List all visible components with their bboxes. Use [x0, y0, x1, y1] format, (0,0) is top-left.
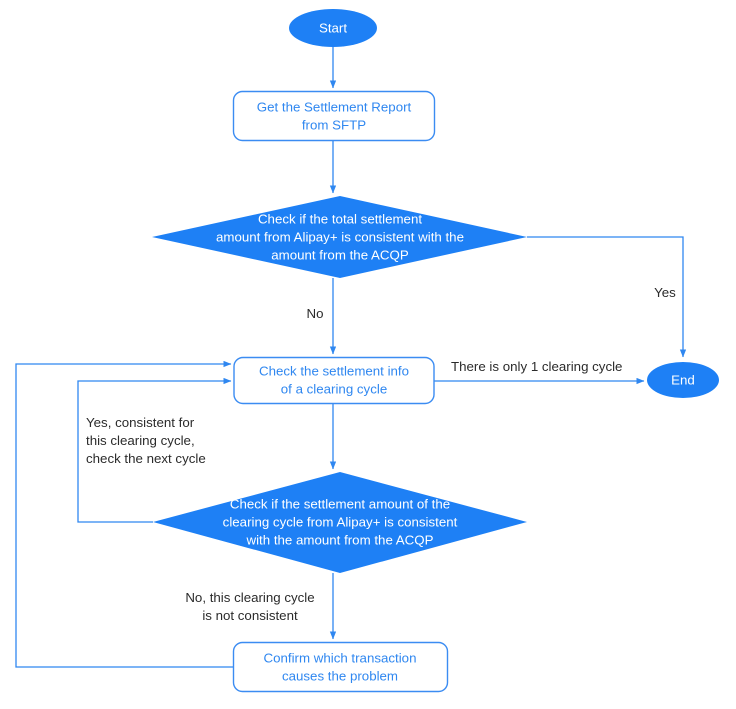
confirm-line-2: causes the problem [282, 669, 398, 684]
node-check-total[interactable]: Check if the total settlement amount fro… [152, 196, 527, 278]
edge-label-yes: Yes [654, 285, 676, 300]
edge-label-no-loop-line-1: No, this clearing cycle [185, 590, 314, 605]
check-total-diamond [152, 196, 527, 278]
confirm-line-1: Confirm which transaction [264, 651, 417, 666]
cycle-info-line-2: of a clearing cycle [281, 382, 387, 397]
edge-check-amount-yes-loop [77, 377, 232, 523]
edge-check-total-yes-to-end [527, 236, 687, 358]
cycle-info-box [233, 356, 435, 405]
node-end[interactable]: End [647, 362, 719, 398]
confirm-transaction-box [232, 641, 449, 693]
edge-label-yes-loop-line-2: this clearing cycle, [86, 433, 195, 448]
check-total-line-2: amount from Alipay+ is consistent with t… [216, 230, 464, 245]
end-ellipse [647, 362, 719, 398]
check-amount-line-3: with the amount from the ACQP [246, 533, 434, 548]
start-ellipse [289, 9, 377, 47]
node-get-report[interactable]: Get the Settlement Report from SFTP [232, 90, 436, 142]
check-amount-diamond [153, 472, 527, 573]
start-label: Start [319, 21, 347, 36]
check-total-line-1: Check if the total settlement [258, 212, 422, 227]
get-report-line-1: Get the Settlement Report [257, 100, 412, 115]
node-confirm-transaction[interactable]: Confirm which transaction causes the pro… [232, 641, 449, 693]
node-cycle-info[interactable]: Check the settlement info of a clearing … [233, 356, 435, 405]
edge-label-no: No [307, 306, 324, 321]
get-report-box [232, 90, 436, 142]
get-report-line-2: from SFTP [302, 118, 366, 133]
check-amount-line-1: Check if the settlement amount of the [230, 497, 450, 512]
end-label: End [671, 373, 695, 388]
edge-label-no-loop-line-2: is not consistent [202, 608, 298, 623]
check-amount-line-2: clearing cycle from Alipay+ is consisten… [223, 515, 458, 530]
check-total-line-3: amount from the ACQP [271, 248, 409, 263]
node-check-amount[interactable]: Check if the settlement amount of the cl… [153, 472, 527, 573]
node-start[interactable]: Start [289, 9, 377, 47]
edge-label-yes-loop-line-3: check the next cycle [86, 451, 206, 466]
cycle-info-line-1: Check the settlement info [259, 364, 409, 379]
edge-confirm-loop-to-cycle-info [15, 360, 233, 668]
edge-label-one-clearing-cycle: There is only 1 clearing cycle [451, 359, 622, 374]
edge-label-yes-loop-line-1: Yes, consistent for [86, 415, 195, 430]
